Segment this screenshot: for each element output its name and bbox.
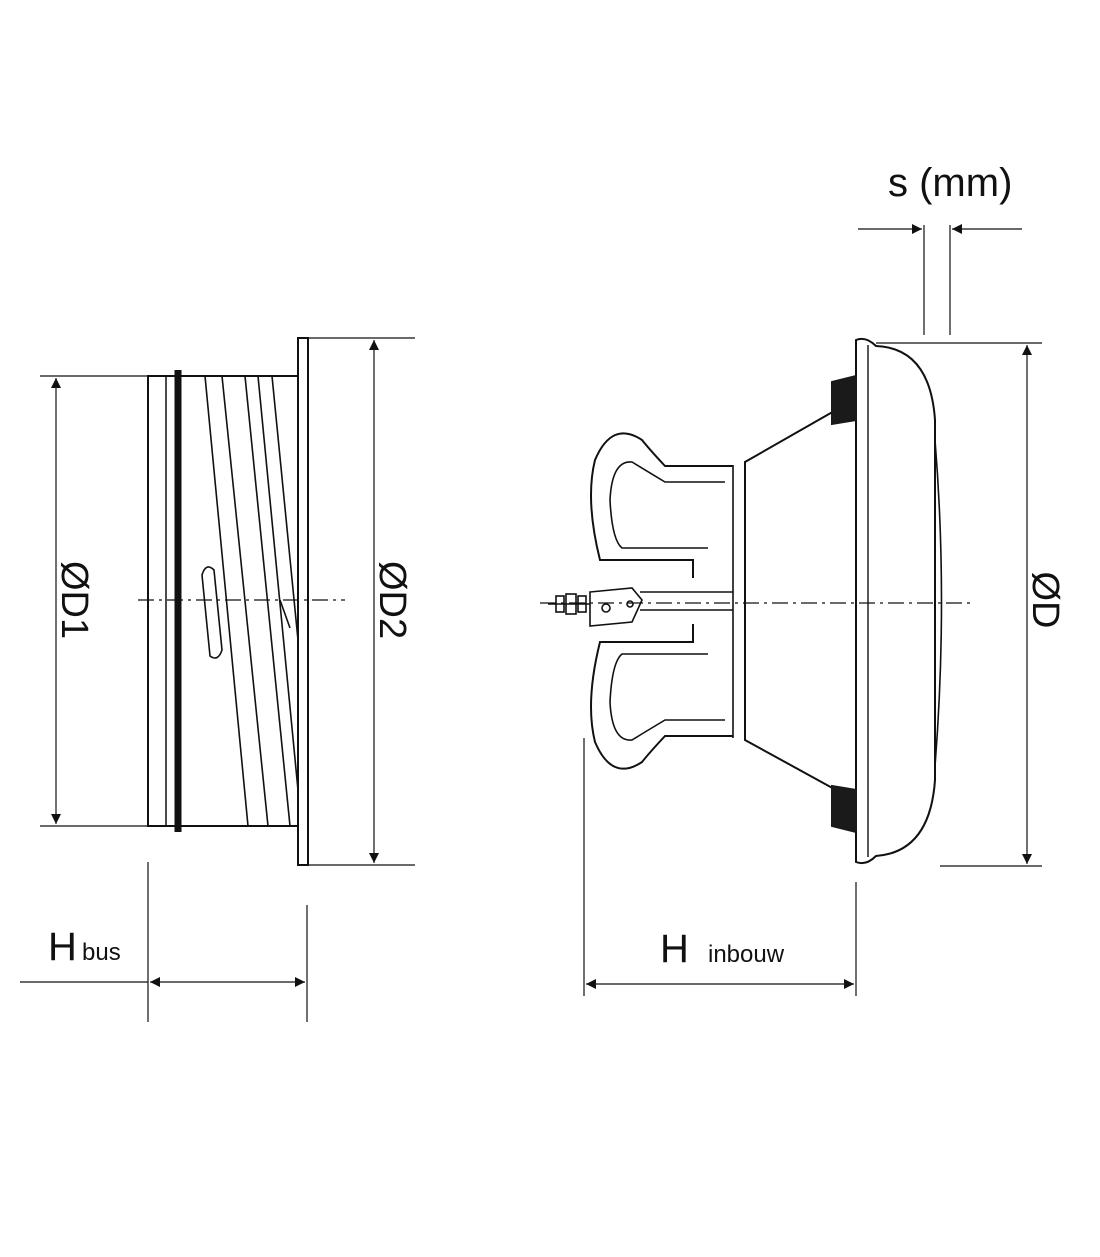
sleeve-body [147,375,299,827]
h-bus-label-sub: bus [82,939,121,966]
d-label: ØD [1024,572,1066,629]
d2-label: ØD2 [371,561,413,639]
valve-disc [855,337,936,865]
valve-cone [744,409,837,791]
h-inbouw-label-main: H [660,927,689,971]
h-inbouw-label-sub: inbouw [708,941,785,968]
d1-label: ØD1 [53,561,95,639]
sleeve-view [138,337,345,866]
spring-upper [590,432,733,578]
d1-dimension [40,375,148,827]
h-inbouw-dimension [583,738,857,996]
h-bus-dimension [20,862,308,1022]
s-label: s (mm) [888,161,1012,205]
d2-dimension [308,337,415,866]
s-dimension [858,224,1022,335]
d-dimension [876,342,1042,867]
gasket-bottom [831,784,857,834]
valve-dome [934,439,943,767]
valve-view [540,337,975,865]
sleeve-flange [297,337,309,866]
sleeve-grooves [201,375,299,827]
gasket-top [831,374,857,426]
h-bus-label-main: H [48,925,77,969]
spring-lower [590,624,733,770]
adjustment-nut [548,587,643,627]
